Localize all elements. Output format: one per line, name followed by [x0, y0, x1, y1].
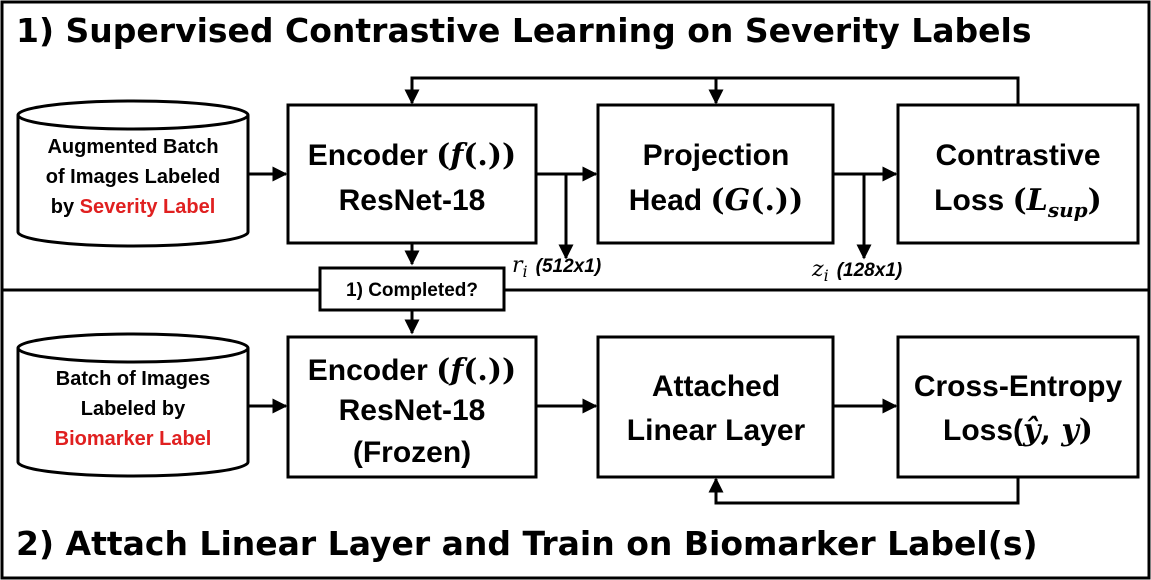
- linear-label-line2: Linear Layer: [627, 414, 806, 447]
- encoder-box: Encoder (f(.)) ResNet-18: [286, 103, 538, 245]
- frozen-encoder-label: Encoder (f(.)): [308, 353, 517, 388]
- cross-entropy-loss-box: Cross-Entropy Loss(ŷ, y): [896, 335, 1140, 479]
- augmented-batch-database: Augmented Batch of Images Labeled by Sev…: [16, 99, 250, 248]
- contrastive-label-line1: Contrastive: [935, 139, 1100, 172]
- embedding-label: zi(128x1): [811, 257, 902, 285]
- db1-line1: Augmented Batch: [47, 136, 218, 158]
- projection-label-line2: Head (G(.)): [629, 183, 804, 218]
- linear-layer-box: Attached Linear Layer: [596, 335, 835, 479]
- severity-label-highlight: Severity Label: [80, 196, 216, 218]
- biomarker-batch-database: Batch of Images Labeled by Biomarker Lab…: [16, 332, 250, 478]
- contrastive-label-line2: Loss (Lsup): [934, 183, 1102, 222]
- frozen-status-label: (Frozen): [353, 436, 471, 469]
- representation-label: ri(512x1): [512, 253, 601, 281]
- contrastive-loss-box: Contrastive Loss (Lsup): [896, 103, 1140, 245]
- cross-entropy-label-line1: Cross-Entropy: [914, 370, 1123, 403]
- encoder-backbone-label: ResNet-18: [339, 184, 486, 217]
- stage1-title: 1) Supervised Contrastive Learning on Se…: [16, 11, 1032, 50]
- db2-line1: Batch of Images: [56, 368, 210, 390]
- db1-line3: by Severity Label: [51, 196, 216, 218]
- loss-feedback-to-linear-arrow: [708, 477, 1020, 505]
- completed-check-box: 1) Completed?: [318, 266, 506, 312]
- encoder-label: Encoder (f(.)): [308, 138, 517, 173]
- db1-line2: of Images Labeled: [46, 166, 221, 188]
- frozen-encoder-backbone-label: ResNet-18: [339, 394, 486, 427]
- linear-label-line1: Attached: [652, 370, 780, 403]
- stage2-title: 2) Attach Linear Layer and Train on Biom…: [16, 524, 1038, 563]
- projection-label-line1: Projection: [643, 139, 790, 172]
- db2-line2: Labeled by: [81, 398, 186, 420]
- biomarker-label-highlight: Biomarker Label: [55, 428, 212, 450]
- projection-head-box: Projection Head (G(.)): [596, 103, 835, 245]
- frozen-encoder-box: Encoder (f(.)) ResNet-18 (Frozen): [286, 335, 538, 479]
- completed-check-label: 1) Completed?: [346, 280, 478, 301]
- cross-entropy-label-line2: Loss(ŷ, y): [943, 413, 1093, 448]
